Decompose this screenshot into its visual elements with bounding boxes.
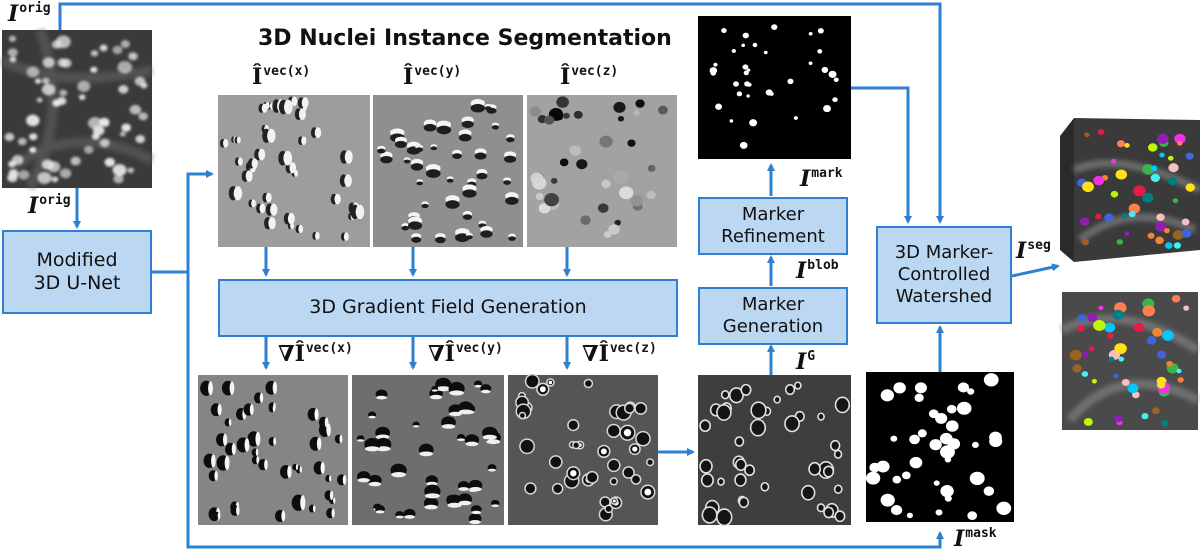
image-vector-field-y bbox=[373, 95, 523, 247]
arrow-unet-to-vector-images bbox=[150, 170, 214, 274]
gradient-label: 3D Gradient Field Generation bbox=[309, 296, 587, 319]
image-gradient-x bbox=[198, 375, 348, 525]
marker-refinement-label: Marker Refinement bbox=[721, 204, 825, 247]
label-blob: Iblob bbox=[796, 258, 839, 284]
image-vector-field-z bbox=[527, 95, 677, 247]
label-vec-x: Îvec(x) bbox=[252, 64, 311, 90]
image-vector-field-x bbox=[218, 95, 370, 247]
unet-label: Modified 3D U-Net bbox=[33, 248, 121, 294]
arrow-orig-to-watershed bbox=[58, 2, 944, 224]
marker-generation-box: Marker Generation bbox=[698, 287, 848, 345]
arrow-watershed-to-segmentation bbox=[1011, 263, 1060, 278]
image-gradient-y bbox=[352, 375, 504, 525]
label-vec-z: Îvec(z) bbox=[560, 64, 619, 90]
label-mark: Imark bbox=[800, 166, 843, 192]
watershed-label: 3D Marker- Controlled Watershed bbox=[894, 242, 994, 307]
label-grad-z: ∇Îvec(z) bbox=[582, 341, 657, 367]
image-marker-map bbox=[698, 16, 851, 159]
image-segmentation-slice bbox=[1059, 292, 1200, 430]
label-grad-x: ∇Îvec(x) bbox=[278, 341, 353, 367]
label-vec-y: Îvec(y) bbox=[403, 64, 462, 90]
label-mask: Imask bbox=[954, 526, 997, 552]
diagram-title: 3D Nuclei Instance Segmentation bbox=[258, 26, 672, 51]
label-gradient-map: IG bbox=[796, 349, 816, 375]
marker-generation-label: Marker Generation bbox=[722, 294, 824, 337]
arrow-marker-map-to-watershed bbox=[851, 86, 912, 224]
label-orig-top: Iorig bbox=[8, 1, 51, 27]
watershed-box: 3D Marker- Controlled Watershed bbox=[876, 226, 1012, 324]
image-gradient-z bbox=[508, 373, 658, 525]
label-orig-left: Iorig bbox=[28, 193, 71, 219]
arrow-unet-to-mask bbox=[186, 272, 944, 549]
image-mask-map bbox=[865, 372, 1014, 522]
image-original-nuclei bbox=[0, 28, 155, 191]
modified-3d-unet-box: Modified 3D U-Net bbox=[2, 230, 152, 314]
gradient-field-generation-box: 3D Gradient Field Generation bbox=[218, 279, 678, 337]
marker-refinement-box: Marker Refinement bbox=[698, 197, 848, 255]
label-seg: Iseg bbox=[1016, 238, 1051, 264]
label-grad-y: ∇Îvec(y) bbox=[428, 341, 503, 367]
image-gradient-map bbox=[698, 375, 851, 527]
image-3d-segmentation-volume bbox=[1060, 118, 1200, 262]
